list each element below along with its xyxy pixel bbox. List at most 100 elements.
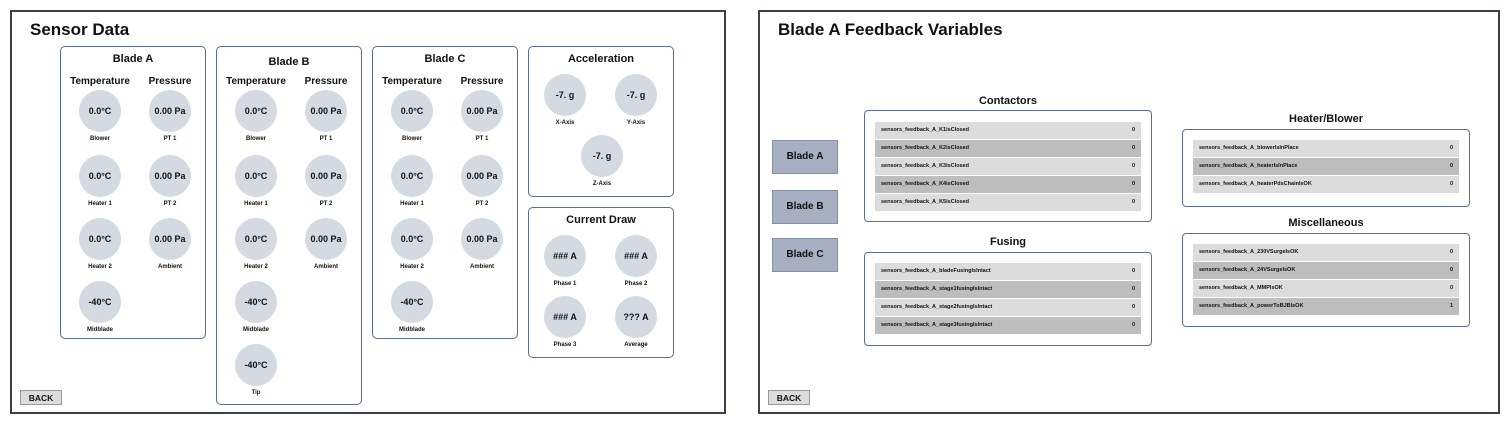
temp-gauge-blower: 0.0°C Blower (67, 90, 133, 150)
variable-name: sensors_feedback_A_24VSurgeIsOK (1199, 267, 1296, 273)
gauge-value: 0.00 Pa (305, 218, 347, 260)
gauge-value: ### A (615, 235, 657, 277)
gauge-value: 0.0°C (235, 90, 277, 132)
gauge-label: X-Axis (555, 120, 575, 126)
variable-name: sensors_feedback_A_K4isClosed (881, 181, 970, 187)
gauge-label: Heater 1 (88, 201, 112, 207)
blade-a-button[interactable]: Blade A (772, 140, 838, 174)
panel-title: Blade B (268, 56, 310, 68)
panel-title: Blade A (112, 53, 154, 65)
variable-value: 1 (1449, 303, 1453, 309)
variable-name: sensors_feedback_A_MMPIsOK (1199, 285, 1283, 291)
current-gauge-average: ??? A Average (603, 296, 669, 356)
variable-value: 0 (1131, 268, 1135, 274)
variable-value: 0 (1131, 127, 1135, 133)
blade-b-button[interactable]: Blade B (772, 190, 838, 224)
temp-gauge-midblade: -40°C Midblade (223, 281, 289, 341)
temperature-header: Temperature (226, 76, 286, 87)
miscellaneous-title: Miscellaneous (1288, 217, 1364, 229)
gauge-value: -40°C (235, 344, 277, 386)
variable-value: 0 (1131, 322, 1135, 328)
variable-name: sensors_feedback_A_stage3fusingIsIntact (881, 322, 993, 328)
gauge-label: Midblade (398, 327, 425, 333)
gauge-value: 0.00 Pa (305, 155, 347, 197)
gauge-label: Blower (89, 136, 110, 142)
gauge-value: -40°C (235, 281, 277, 323)
page-title: Sensor Data (30, 20, 130, 39)
gauge-label: Midblade (86, 327, 113, 333)
gauge-label: Heater 1 (244, 201, 268, 207)
gauge-value: ??? A (615, 296, 657, 338)
variable-row: sensors_feedback_A_stage3fusingIsIntact 0 (875, 317, 1141, 334)
gauge-label: PT 1 (475, 136, 489, 142)
variable-value: 0 (1131, 163, 1135, 169)
gauge-label: Phase 3 (553, 342, 577, 348)
variable-row: sensors_feedback_A_stage2fusingIsIntact 0 (875, 299, 1141, 316)
gauge-value: 0.0°C (235, 218, 277, 260)
gauge-label: Z-Axis (592, 181, 612, 187)
gauge-label: Tip (251, 390, 261, 396)
variable-row: sensors_feedback_A_powerToBJBIsOK 1 (1193, 298, 1459, 315)
variable-value: 0 (1131, 199, 1135, 205)
variable-value: 0 (1449, 285, 1453, 291)
gauge-label: Average (624, 342, 648, 348)
gauge-label: PT 1 (319, 136, 333, 142)
pressure-gauge-pt2: 0.00 Pa PT 2 (293, 155, 359, 215)
gauge-label: PT 2 (163, 201, 177, 207)
back-button[interactable]: BACK (768, 390, 810, 405)
gauge-label: Ambient (470, 264, 494, 270)
gauge-value: -7. g (615, 74, 657, 116)
gauge-value: 0.0°C (235, 155, 277, 197)
variable-name: sensors_feedback_A_heaterPdsChainIsOK (1199, 181, 1312, 187)
variable-value: 0 (1449, 267, 1453, 273)
gauge-value: 0.00 Pa (149, 90, 191, 132)
panel-title: Acceleration (567, 53, 635, 65)
gauge-label: PT 2 (319, 201, 333, 207)
temp-gauge-blower: 0.0°C Blower (223, 90, 289, 150)
back-button[interactable]: BACK (20, 390, 62, 405)
gauge-value: -40°C (79, 281, 121, 323)
gauge-value: ### A (544, 235, 586, 277)
gauge-label: Ambient (158, 264, 182, 270)
gauge-label: Blower (245, 136, 266, 142)
variable-name: sensors_feedback_A_stage2fusingIsIntact (881, 304, 993, 310)
variable-name: sensors_feedback_A_K2isClosed (881, 145, 970, 151)
temp-gauge-midblade: -40°C Midblade (67, 281, 133, 341)
blade-c-button[interactable]: Blade C (772, 238, 838, 272)
gauge-value: 0.00 Pa (461, 155, 503, 197)
variable-name: sensors_feedback_A_230VSurgeIsOK (1199, 249, 1299, 255)
temperature-header: Temperature (70, 76, 130, 87)
gauge-value: 0.0°C (79, 90, 121, 132)
pressure-header: Pressure (460, 76, 504, 87)
gauge-label: Midblade (242, 327, 269, 333)
gauge-label: Phase 1 (553, 281, 577, 287)
variable-value: 0 (1131, 304, 1135, 310)
gauge-label: PT 1 (163, 136, 177, 142)
variable-name: sensors_feedback_A_powerToBJBIsOK (1199, 303, 1304, 309)
